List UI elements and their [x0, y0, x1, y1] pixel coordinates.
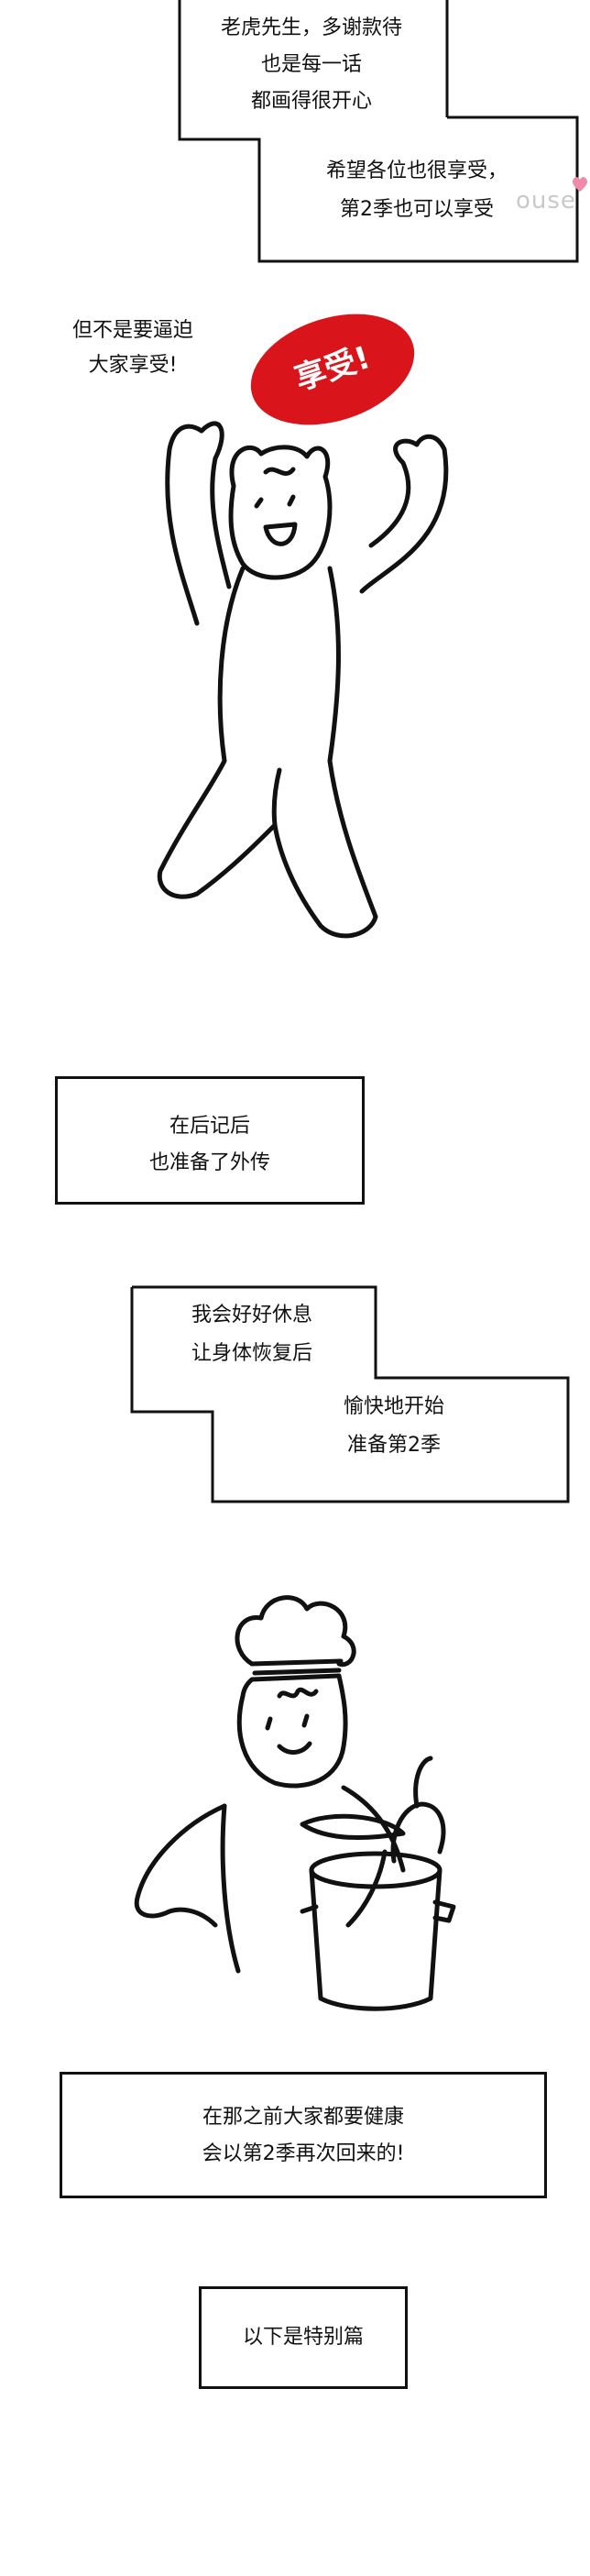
panel1-line-4: 希望各位也很享受，	[325, 160, 508, 182]
panel1-line-5: 第2季也可以享受	[340, 198, 494, 221]
closing-line-2: 会以第2季再次回来的!	[202, 2142, 405, 2165]
panel4-line-2: 让身体恢复后	[191, 1342, 312, 1365]
panel1-stepped-box: 老虎先生，多谢款待 也是每一话 都画得很开心 希望各位也很享受， 第2季也可以享…	[0, 0, 590, 266]
panel1-line-1: 老虎先生，多谢款待	[220, 17, 402, 39]
special-episode-box	[199, 2286, 408, 2389]
panel1-line-2: 也是每一话	[260, 53, 362, 76]
special-episode-text: 以下是特别篇	[242, 2326, 364, 2349]
watermark: ouse	[508, 176, 590, 222]
panel4-line-4: 准备第2季	[347, 1434, 441, 1457]
panel4-frame	[130, 1285, 570, 1503]
chef-bear-illustration	[134, 1595, 456, 2011]
afterword-line-1: 在后记后	[169, 1115, 250, 1138]
enjoy-bubble: 享受!	[246, 314, 420, 425]
afterword-line-2: 也准备了外传	[148, 1151, 270, 1174]
panel2-caption-line-2: 大家享受!	[88, 354, 178, 377]
heart-icon	[573, 177, 587, 192]
panel4-line-3: 愉快地开始	[343, 1395, 444, 1418]
panel4-line-1: 我会好好休息	[191, 1304, 312, 1327]
closing-line-1: 在那之前大家都要健康	[202, 2106, 404, 2129]
jumping-bear-illustration	[157, 421, 449, 939]
panel1-frame	[178, 0, 579, 263]
closing-message-box	[60, 2072, 547, 2198]
watermark-text: ouse	[516, 187, 576, 215]
panel2-caption-line-1: 但不是要逼迫	[71, 319, 193, 342]
afterword-box	[55, 1076, 365, 1205]
panel1-line-3: 都画得很开心	[250, 90, 372, 113]
